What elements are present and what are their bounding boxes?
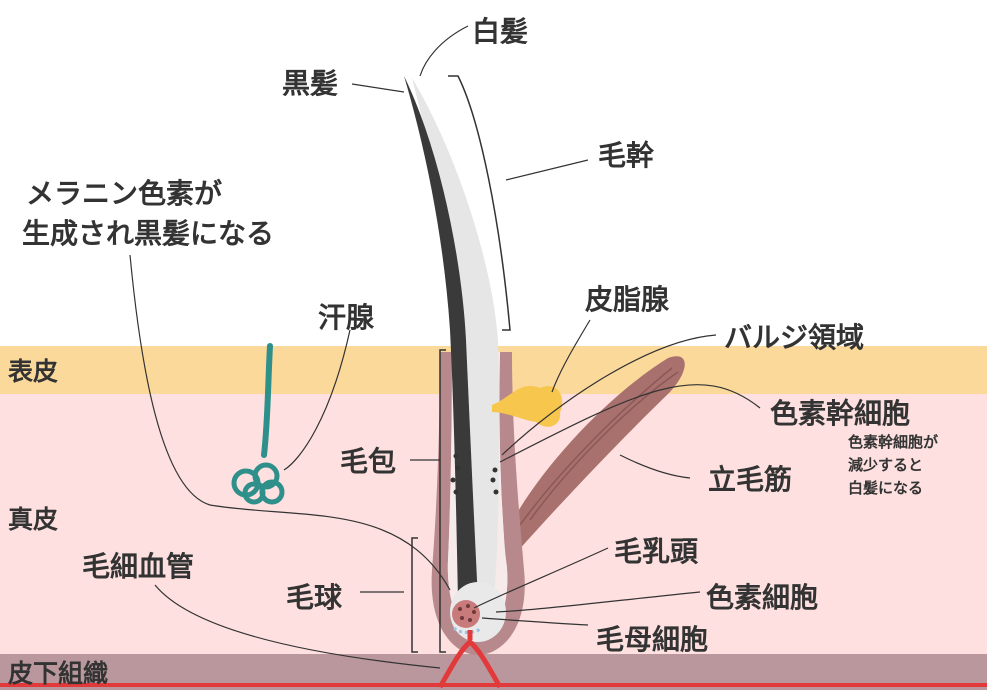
note-line1: 色素幹細胞が — [848, 433, 939, 451]
label-melanin-line1: メラニン色素が — [26, 177, 223, 210]
label-melanocyte-stem-cell: 色素幹細胞 — [770, 397, 911, 430]
blood-vessel-line — [0, 683, 987, 687]
label-hair-shaft: 毛幹 — [598, 139, 655, 172]
label-bulge-region: バルジ領域 — [724, 321, 865, 354]
label-black-hair: 黒髪 — [282, 67, 339, 100]
label-hair-follicle: 毛包 — [340, 445, 397, 478]
sebaceous-gland — [492, 385, 563, 427]
label-sweat-gland: 汗腺 — [318, 301, 375, 334]
hair-follicle-shape — [431, 352, 525, 655]
sweat-gland — [261, 343, 273, 458]
label-sebaceous-gland: 皮脂腺 — [585, 283, 670, 316]
white-hair-shaft — [412, 78, 500, 600]
layer-label-dermis: 真皮 — [8, 505, 59, 534]
layer-label-epidermis: 表皮 — [8, 357, 59, 386]
layer-label-subcutaneous: 皮下組織 — [8, 659, 109, 688]
capillary-vessel — [437, 638, 503, 689]
dermal-papilla — [452, 600, 480, 628]
label-arrector-pili: 立毛筋 — [708, 463, 793, 496]
label-hair-bulb: 毛球 — [286, 581, 343, 614]
label-capillary: 毛細血管 — [82, 550, 195, 583]
label-white-hair: 白髪 — [472, 15, 529, 48]
label-melanocyte: 色素細胞 — [706, 581, 819, 614]
arrector-pili-muscle — [498, 356, 685, 560]
note-line2: 減少すると — [848, 456, 924, 474]
label-hair-matrix-cell: 毛母細胞 — [596, 623, 709, 656]
note-line3: 白髪になる — [848, 479, 924, 497]
label-dermal-papilla: 毛乳頭 — [614, 535, 699, 568]
label-melanin-line2: 生成され黒髪になる — [22, 217, 275, 250]
